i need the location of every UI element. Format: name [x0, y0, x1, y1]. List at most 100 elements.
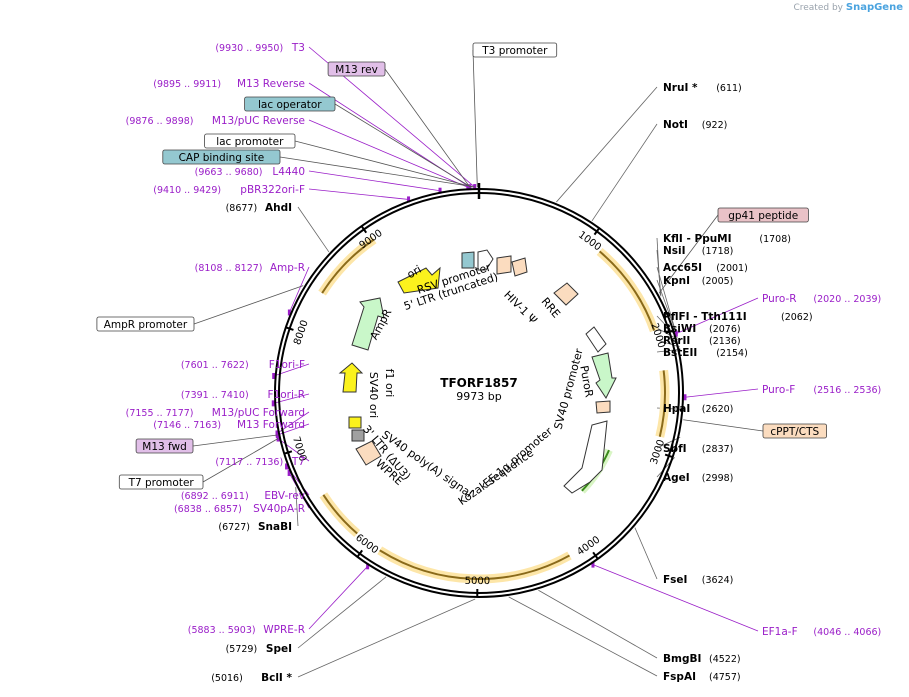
leader-line — [308, 566, 368, 630]
feature-label-f1-ori: f1 ori — [383, 369, 396, 398]
tick-mark-4000 — [592, 551, 599, 560]
primer-pos-ef1a-f: (4046 .. 4066) — [813, 627, 881, 638]
leader-line — [656, 348, 681, 353]
site-name-ahdi: AhdI — [265, 202, 292, 214]
primer-pos-m13-reverse: (9895 .. 9911) — [153, 79, 221, 90]
leader-line — [308, 188, 409, 200]
site-pos-nrui: (611) — [716, 83, 742, 94]
primer-pos-m13-puc-forward: (7155 .. 7177) — [126, 408, 194, 419]
site-name-bcli: BclI * — [261, 672, 292, 684]
tick-mark-8000 — [285, 326, 294, 331]
tick-mark-2000 — [665, 329, 674, 335]
feature-box-cppt-cts — [762, 423, 827, 439]
leader-line — [297, 206, 330, 253]
snapgene-credit: Created by SnapGene — [793, 2, 903, 13]
site-name-kpni: KpnI — [663, 275, 690, 287]
leader-line — [294, 140, 474, 188]
leader-line — [683, 419, 764, 432]
feature-box-lac-promoter — [204, 133, 296, 149]
orf-arc-1-halo — [596, 247, 659, 333]
site-name-snabi: SnaBI — [258, 521, 292, 533]
primer-name-l4440: L4440 — [272, 166, 305, 178]
primer-pos-pbr322ori-f: (9410 .. 9429) — [153, 185, 221, 196]
leader-line — [656, 279, 676, 331]
site-pos-spei: (5729) — [226, 644, 258, 655]
leader-line — [384, 68, 471, 188]
map-center: TFORF1857 9973 bp — [440, 376, 517, 403]
backbone-ring — [274, 183, 684, 598]
site-name-bsteii: BstEII — [663, 347, 697, 359]
leader-line — [592, 564, 759, 632]
feature-box-t7-promoter — [118, 474, 204, 490]
site-name-fsei: FseI — [663, 574, 687, 586]
site-name-nsii: NsiI — [663, 245, 686, 257]
site-pos-pflfi-tth111i: (2062) — [781, 312, 813, 323]
primer-pos-puro-r: (2020 .. 2039) — [813, 294, 881, 305]
leader-line — [334, 103, 472, 188]
site-name-rsrii: RsrII — [663, 335, 690, 347]
feature-box-label-cap-binding-site: CAP binding site — [179, 152, 265, 164]
feature-box-label-lac-operator: lac operator — [258, 99, 322, 111]
lac-cluster — [461, 251, 475, 269]
site-pos-kpni: (2005) — [702, 276, 734, 287]
feature-box-m13-fwd — [135, 438, 194, 454]
primer-name-pbr322ori-f: pBR322ori-F — [240, 184, 305, 196]
site-name-noti: NotI — [663, 119, 688, 131]
site-pos-kfli-ppumi: (1708) — [759, 234, 791, 245]
primer-pos-t3: (9930 .. 9950) — [215, 43, 283, 54]
site-name-kfli-ppumi: KflI - PpuMI — [663, 233, 732, 245]
leader-line — [538, 589, 658, 659]
tick-mark-3000 — [664, 453, 674, 458]
leader-line — [658, 214, 719, 294]
primer-name-ebv-rev: EBV-rev — [264, 490, 305, 502]
puror-arrow — [591, 352, 617, 399]
site-name-hpai: HpaI — [663, 403, 690, 415]
primer-name-f1ori-r: F1ori-R — [268, 389, 305, 401]
primer-pos-wpre-r: (5883 .. 5903) — [188, 625, 256, 636]
site-name-pflfi-tth111i: PflFI - Tth111I — [663, 311, 747, 323]
site-pos-snabi: (6727) — [218, 522, 250, 533]
ltr3-box — [351, 429, 365, 442]
feature-box-label-cppt-cts: cPPT/CTS — [770, 426, 819, 438]
tick-label-8000: 8000 — [292, 319, 311, 347]
site-pos-bmgbi: (4522) — [709, 654, 741, 665]
sv40-promoter-arrow — [585, 326, 607, 353]
snapgene-brand: SnapGene — [845, 2, 903, 13]
site-pos-ahdi: (8677) — [226, 203, 258, 214]
primer-pos-m13-puc-reverse: (9876 .. 9898) — [126, 116, 194, 127]
primer-name-puro-f: Puro-F — [762, 384, 795, 396]
site-pos-bsiwi: (2076) — [709, 324, 741, 335]
site-pos-rsrii: (2136) — [709, 336, 741, 347]
site-pos-fsei: (3624) — [702, 575, 734, 586]
leader-line — [279, 156, 476, 188]
orf-arc-3 — [379, 549, 570, 580]
primer-name-m13-reverse: M13 Reverse — [237, 78, 305, 90]
leader-line — [308, 170, 441, 192]
primer-name-puro-r: Puro-R — [762, 293, 797, 305]
leader-line — [297, 598, 476, 678]
primer-pos-f1ori-f: (7601 .. 7622) — [181, 360, 249, 371]
leader-line — [472, 49, 478, 188]
leader-line — [289, 266, 310, 313]
ampr-arrow — [351, 297, 385, 351]
tick-label-5000: 5000 — [465, 576, 491, 587]
leader-line — [202, 438, 279, 483]
tick-mark-6000 — [356, 549, 363, 558]
site-pos-sbfi: (2837) — [702, 444, 734, 455]
feature-box-label-lac-promoter: lac promoter — [216, 136, 284, 148]
site-pos-bsteii: (2154) — [716, 348, 748, 359]
primer-name-ef1a-f: EF1a-F — [762, 626, 798, 638]
leader-line — [508, 596, 658, 677]
plasmid-size: 9973 bp — [456, 390, 501, 403]
primer-name-wpre-r: WPRE-R — [263, 624, 305, 636]
site-pos-agei: (2998) — [702, 473, 734, 484]
ori-arrow — [397, 266, 441, 294]
site-pos-hpai: (2620) — [702, 404, 734, 415]
feature-box-ampr-promoter — [96, 316, 195, 332]
feature-box-gp41-peptide — [717, 207, 809, 223]
primer-name-sv40pa-r: SV40pA-R — [253, 503, 305, 515]
ltr5-box — [496, 255, 512, 275]
leader-line — [684, 388, 759, 398]
primer-pos-amp-r: (8108 .. 8127) — [195, 263, 263, 274]
